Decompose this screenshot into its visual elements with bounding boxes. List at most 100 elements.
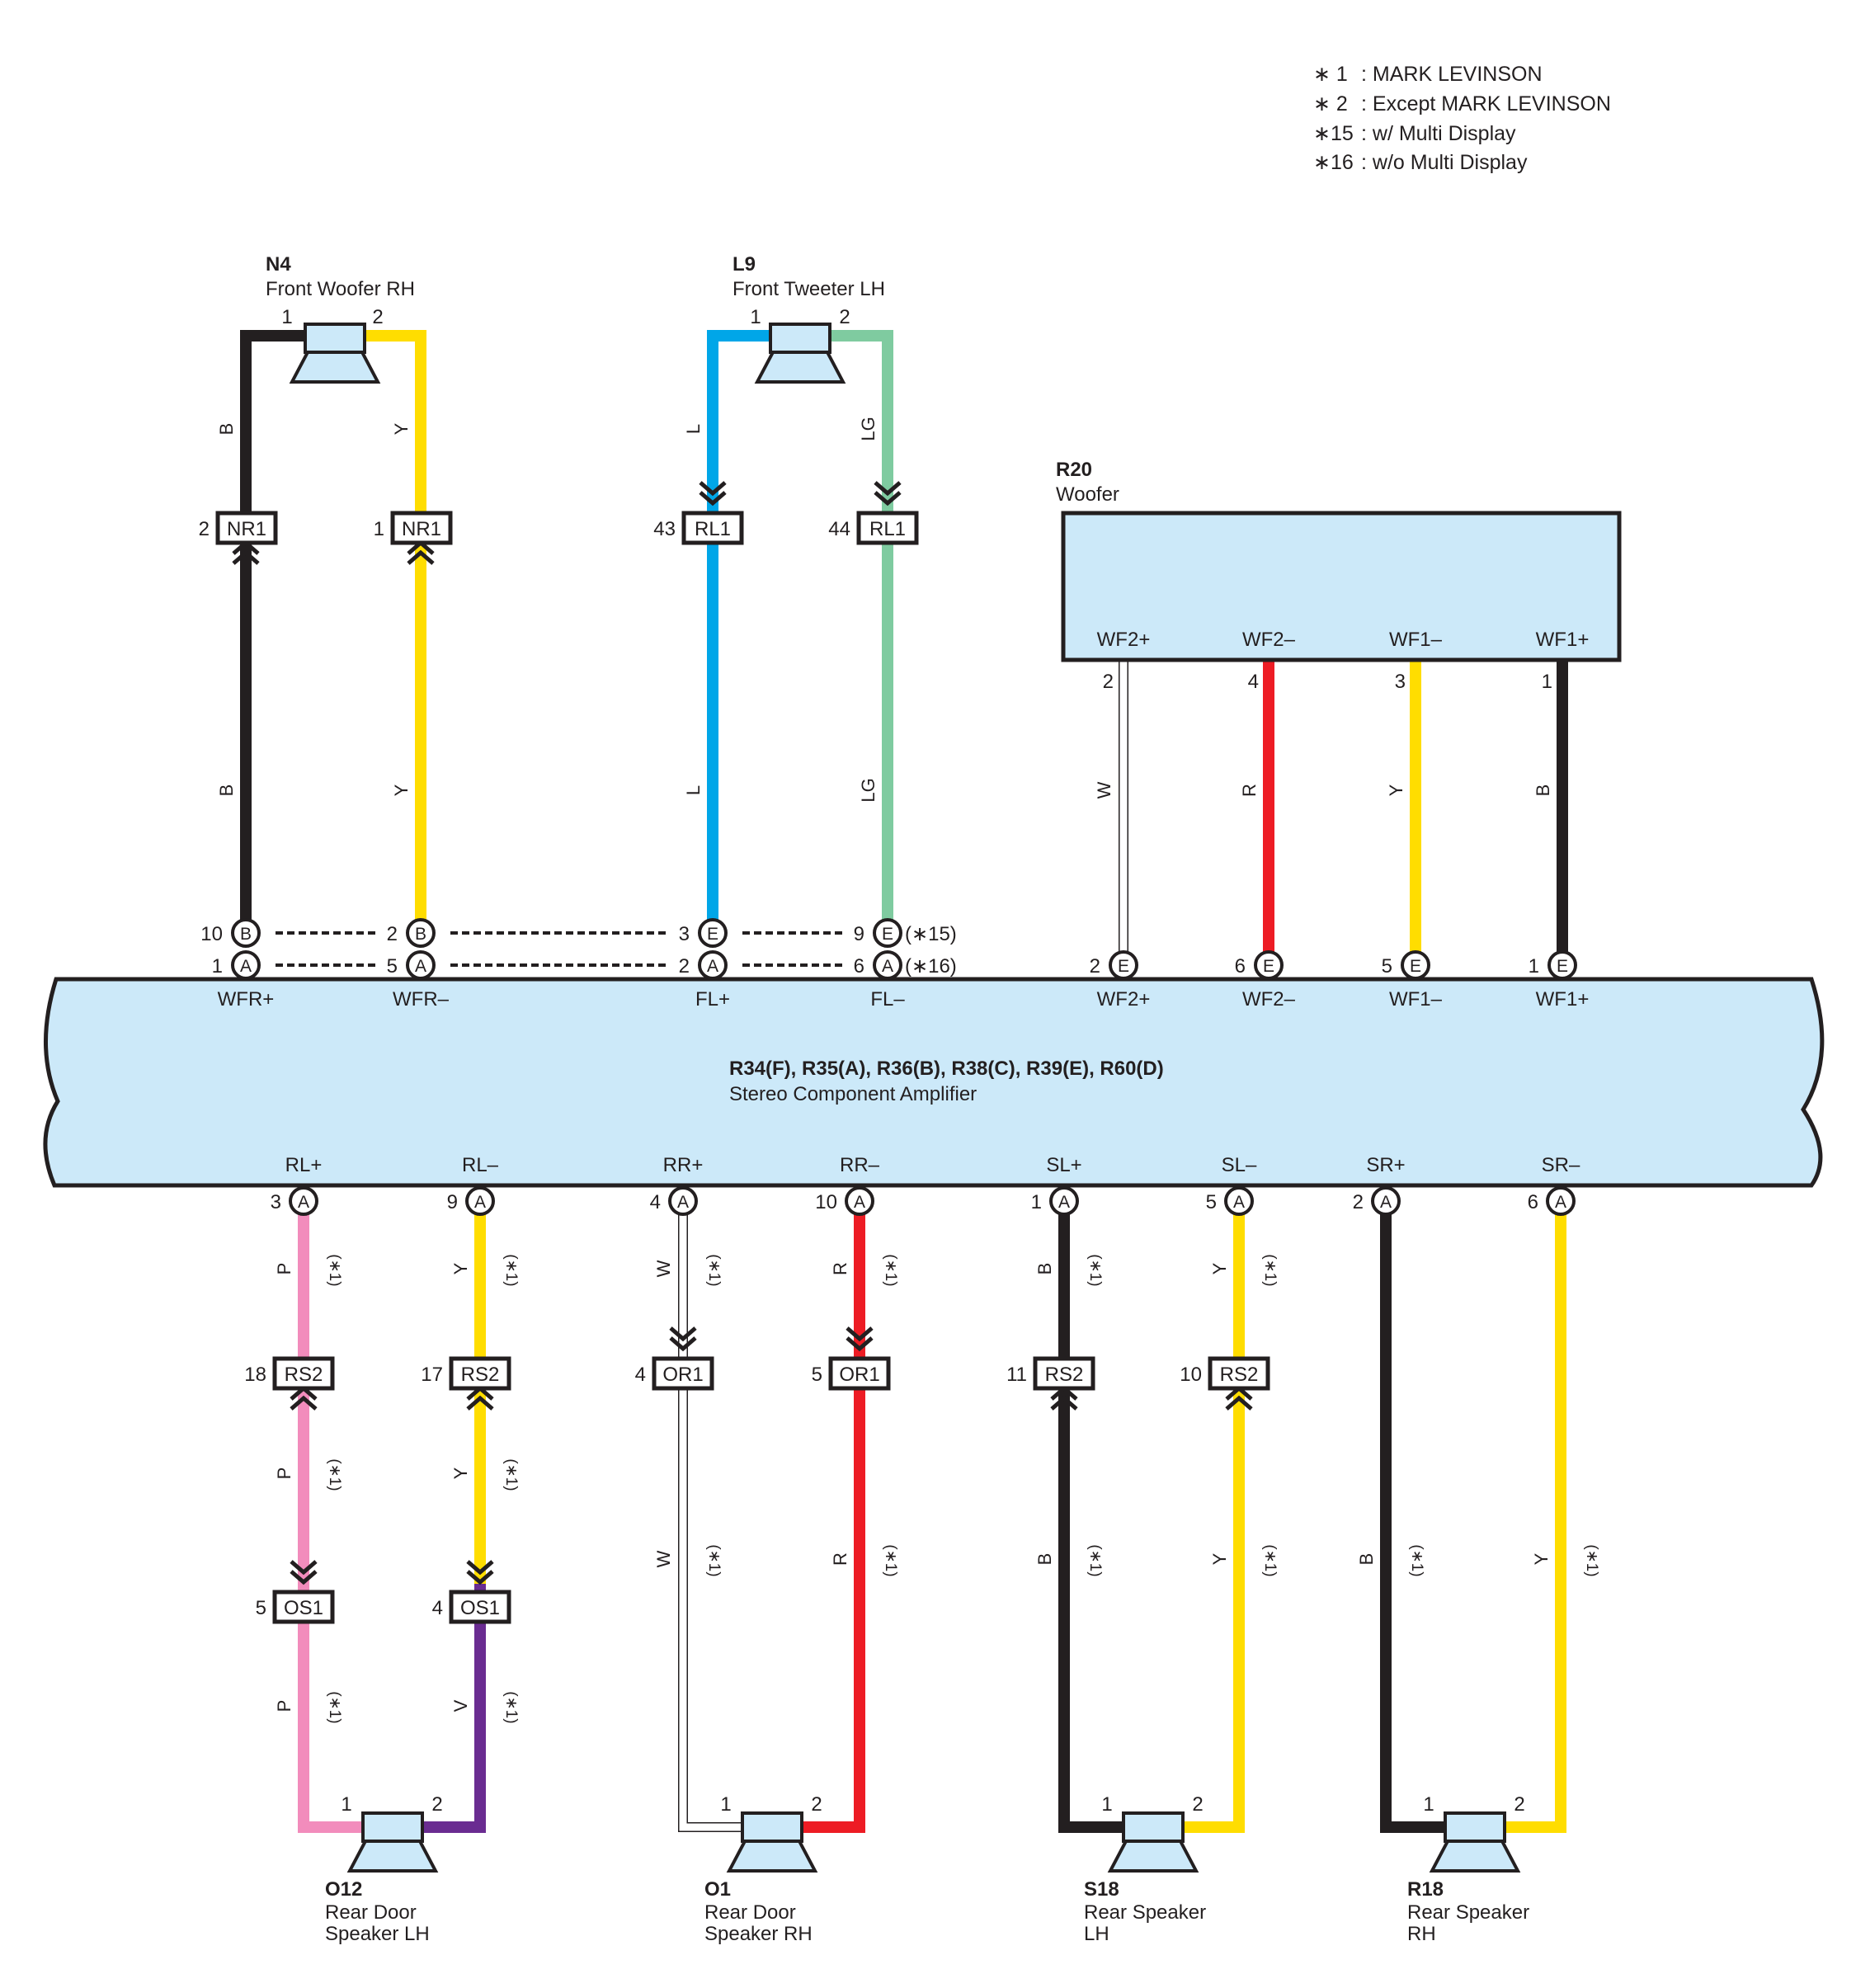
- pin-rl-minus: 9: [447, 1191, 458, 1213]
- variant-note-rl-plus-2: (∗1): [326, 1458, 343, 1491]
- junction-or1-w-name: OR1: [662, 1364, 703, 1386]
- conn-rr-minus: A: [854, 1193, 865, 1212]
- junction-or1-r: OR1 5: [812, 1326, 891, 1391]
- wire-label-r20-r: R: [1239, 784, 1260, 797]
- pin-wfr-plus-row1: 10: [200, 923, 223, 945]
- wire-label-n4-b-upper: B: [216, 423, 237, 436]
- n4-name: Front Woofer RH: [266, 278, 415, 300]
- variant-note-sl-minus-1: (∗1): [1261, 1254, 1279, 1286]
- note-2-mark: ∗ 2: [1313, 92, 1348, 115]
- wire-label-l9-lg-lower: LG: [858, 778, 879, 802]
- r20-terminal-wf2-plus: WF2+: [1097, 629, 1151, 651]
- conn-sl-plus: A: [1058, 1193, 1070, 1212]
- woofer-r20: R20 Woofer WF2+ WF2– WF1– WF1+ 2 4 3 1: [1056, 459, 1622, 693]
- n4-pin-2: 2: [372, 306, 383, 328]
- note-fl-minus-row2: (∗16): [905, 955, 957, 978]
- speaker-r18: 1 2 R18 Rear Speaker RH: [1407, 1793, 1529, 1945]
- junction-rs2-b-name: RS2: [1045, 1364, 1084, 1386]
- pin-wf2-plus: 2: [1090, 955, 1100, 978]
- speaker-n4: 1 2 N4 Front Woofer RH: [266, 253, 415, 384]
- junction-rs2-b: RS2 11: [1006, 1356, 1095, 1411]
- wire-label-o12-p-4: P: [274, 1700, 294, 1712]
- r18-pin-1: 1: [1423, 1793, 1434, 1816]
- junction-nr1-y-name: NR1: [402, 518, 441, 540]
- junction-rs2-p: RS2 18: [244, 1356, 335, 1411]
- r20-terminal-wf1-plus: WF1+: [1536, 629, 1590, 651]
- variant-note-sl-plus-3: (∗1): [1086, 1544, 1104, 1576]
- wire-n4-black: [240, 330, 313, 926]
- pin-fl-minus-row1: 9: [854, 923, 864, 945]
- wire-o12-pink: [298, 1201, 371, 1833]
- terminal-label-wf1-minus: WF1–: [1389, 988, 1443, 1010]
- wire-l9-lightgreen: [825, 330, 893, 926]
- wire-label-l9-l-upper: L: [683, 424, 704, 434]
- conn-wf2-minus: E: [1263, 957, 1274, 976]
- junction-rl1-l-name: RL1: [695, 518, 731, 540]
- wire-s18-black: [1058, 1201, 1132, 1833]
- speaker-l9: 1 2 L9 Front Tweeter LH: [733, 253, 885, 384]
- terminal-label-fl-plus: FL+: [695, 988, 730, 1010]
- o1-pin-1: 1: [720, 1793, 731, 1816]
- conn-fl-minus-row2: A: [882, 957, 893, 976]
- junction-rs2-b-pin: 11: [1006, 1364, 1027, 1386]
- variant-note-sl-minus-3: (∗1): [1261, 1544, 1279, 1576]
- junction-rs2-y: RS2 17: [421, 1356, 511, 1411]
- conn-wf2-plus: E: [1118, 957, 1129, 976]
- junction-os1-p-pin: 5: [256, 1597, 266, 1619]
- l9-pin-1: 1: [750, 306, 761, 328]
- wire-label-rl-minus-y-2: Y: [450, 1467, 471, 1479]
- junction-os1-v-name: OS1: [460, 1597, 500, 1619]
- junction-or1-w: OR1 4: [635, 1326, 714, 1391]
- pin-wf1-plus: 1: [1529, 955, 1539, 978]
- conn-fl-plus-row2: A: [707, 957, 718, 976]
- variant-note-rr-plus-3: (∗1): [705, 1544, 723, 1576]
- variant-note-rl-plus-1: (∗1): [326, 1254, 343, 1286]
- wire-label-l9-lg-upper: LG: [858, 417, 879, 440]
- wire-label-n4-y-upper: Y: [391, 422, 412, 435]
- s18-code: S18: [1084, 1878, 1119, 1901]
- note-16-mark: ∗16: [1313, 151, 1354, 174]
- wire-r18-yellow: [1495, 1201, 1566, 1833]
- r18-pin-2: 2: [1514, 1793, 1524, 1816]
- conn-wfr-minus-row2: A: [415, 957, 426, 976]
- pin-sr-minus: 6: [1528, 1191, 1538, 1213]
- r18-code: R18: [1407, 1878, 1444, 1901]
- r18-name-line2: RH: [1407, 1923, 1436, 1945]
- junction-rs2-y-pin: 17: [421, 1364, 443, 1386]
- junction-or1-w-pin: 4: [635, 1364, 646, 1386]
- junction-nr1-b-pin: 2: [199, 518, 210, 540]
- pin-sr-plus: 2: [1353, 1191, 1364, 1213]
- r20-pin-wf2-minus: 4: [1248, 671, 1259, 693]
- pin-rl-plus: 3: [271, 1191, 281, 1213]
- note-16-text: : w/o Multi Display: [1361, 151, 1528, 174]
- wire-s18-yellow: [1173, 1201, 1245, 1833]
- note-2-text: : Except MARK LEVINSON: [1361, 92, 1611, 115]
- s18-name-line1: Rear Speaker: [1084, 1901, 1206, 1924]
- wire-label-sr-minus-y-3: Y: [1531, 1552, 1552, 1565]
- speaker-o1: 1 2 O1 Rear Door Speaker RH: [704, 1793, 822, 1945]
- junction-rs2-p-pin: 18: [244, 1364, 266, 1386]
- variant-note-rr-minus-1: (∗1): [882, 1254, 899, 1286]
- terminal-label-rl-plus: RL+: [285, 1154, 323, 1176]
- junction-or1-r-pin: 5: [812, 1364, 822, 1386]
- r20-pin-wf2-plus: 2: [1103, 671, 1114, 693]
- s18-pin-1: 1: [1101, 1793, 1112, 1816]
- wire-r18-black: [1380, 1201, 1453, 1833]
- bottom-connector-pins: A 3 A 9 A 4 A 10 A 1 A 5 A 2 A 6: [271, 1186, 1576, 1216]
- l9-code: L9: [733, 253, 756, 276]
- junction-rl1-l-pin: 43: [653, 518, 676, 540]
- r20-pin-wf1-plus: 1: [1542, 671, 1552, 693]
- alternate-connector-lines: [276, 931, 843, 967]
- wire-label-n4-b-lower: B: [216, 784, 237, 797]
- n4-code: N4: [266, 253, 291, 276]
- wire-label-l9-l-lower: L: [683, 785, 704, 795]
- l9-name: Front Tweeter LH: [733, 278, 885, 300]
- speaker-o12: 1 2 O12 Rear Door Speaker LH: [325, 1793, 443, 1945]
- notes-legend: ∗ 1 : MARK LEVINSON ∗ 2 : Except MARK LE…: [1313, 63, 1611, 174]
- wire-label-rl-plus-p-2: P: [274, 1467, 294, 1480]
- terminal-label-wf1-plus: WF1+: [1536, 988, 1590, 1010]
- terminal-label-rl-minus: RL–: [462, 1154, 499, 1176]
- o12-name-line1: Rear Door: [325, 1901, 417, 1924]
- conn-wfr-plus-row2: A: [240, 957, 252, 976]
- pin-wfr-minus-row2: 5: [387, 955, 398, 978]
